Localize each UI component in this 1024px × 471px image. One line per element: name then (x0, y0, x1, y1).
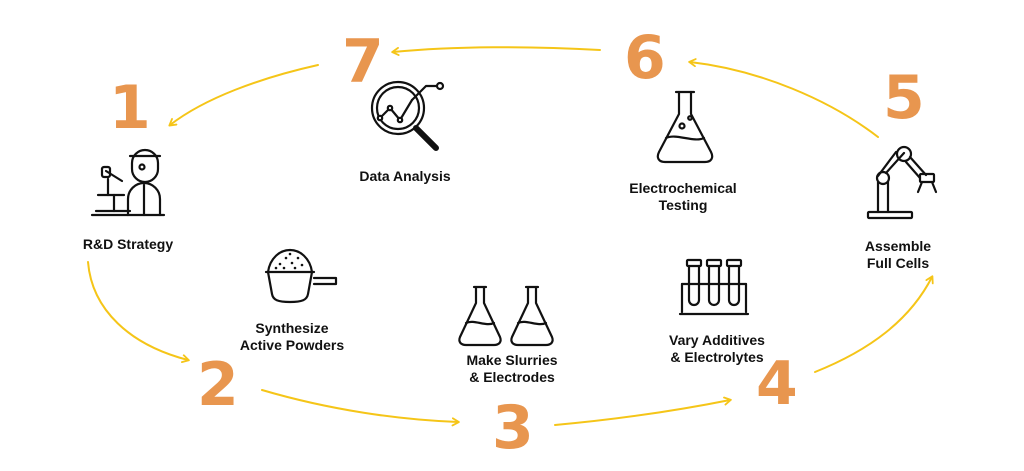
step-6-label: Electrochemical Testing (629, 180, 737, 213)
step-6-number: 6 (624, 23, 666, 93)
arrow-3-to-4 (554, 396, 732, 426)
powder-scoop-icon (264, 248, 338, 304)
erlenmeyer-flask-icon (656, 90, 714, 164)
step-4-label: Vary Additives & Electrolytes (669, 332, 765, 365)
flasks-icon (458, 285, 554, 347)
step-3-number: 3 (492, 393, 534, 463)
step-1-number: 1 (109, 73, 151, 143)
step-5-label: Assemble Full Cells (864, 238, 932, 271)
arrow-6-to-7 (391, 46, 601, 56)
arrow-2-to-3 (261, 389, 460, 427)
arrow-7-to-1 (168, 64, 319, 127)
step-7-number: 7 (342, 27, 384, 97)
step-2-label: Synthesize Active Powders (239, 320, 345, 353)
scientist-microscope-icon (90, 148, 166, 217)
arrow-4-to-5 (814, 275, 934, 373)
test-tube-rack-icon (678, 258, 750, 316)
step-7-label: Data Analysis (359, 168, 451, 184)
magnifier-chart-icon (370, 80, 445, 151)
arrow-5-to-6 (688, 58, 879, 138)
arrow-1-to-2 (87, 261, 190, 364)
step-2-number: 2 (197, 350, 239, 420)
step-1-label: R&D Strategy (82, 236, 174, 252)
step-5-number: 5 (883, 63, 925, 133)
step-4-number: 4 (756, 349, 798, 419)
step-3-label: Make Slurries & Electrodes (466, 352, 558, 385)
robotic-arm-icon (866, 145, 938, 220)
